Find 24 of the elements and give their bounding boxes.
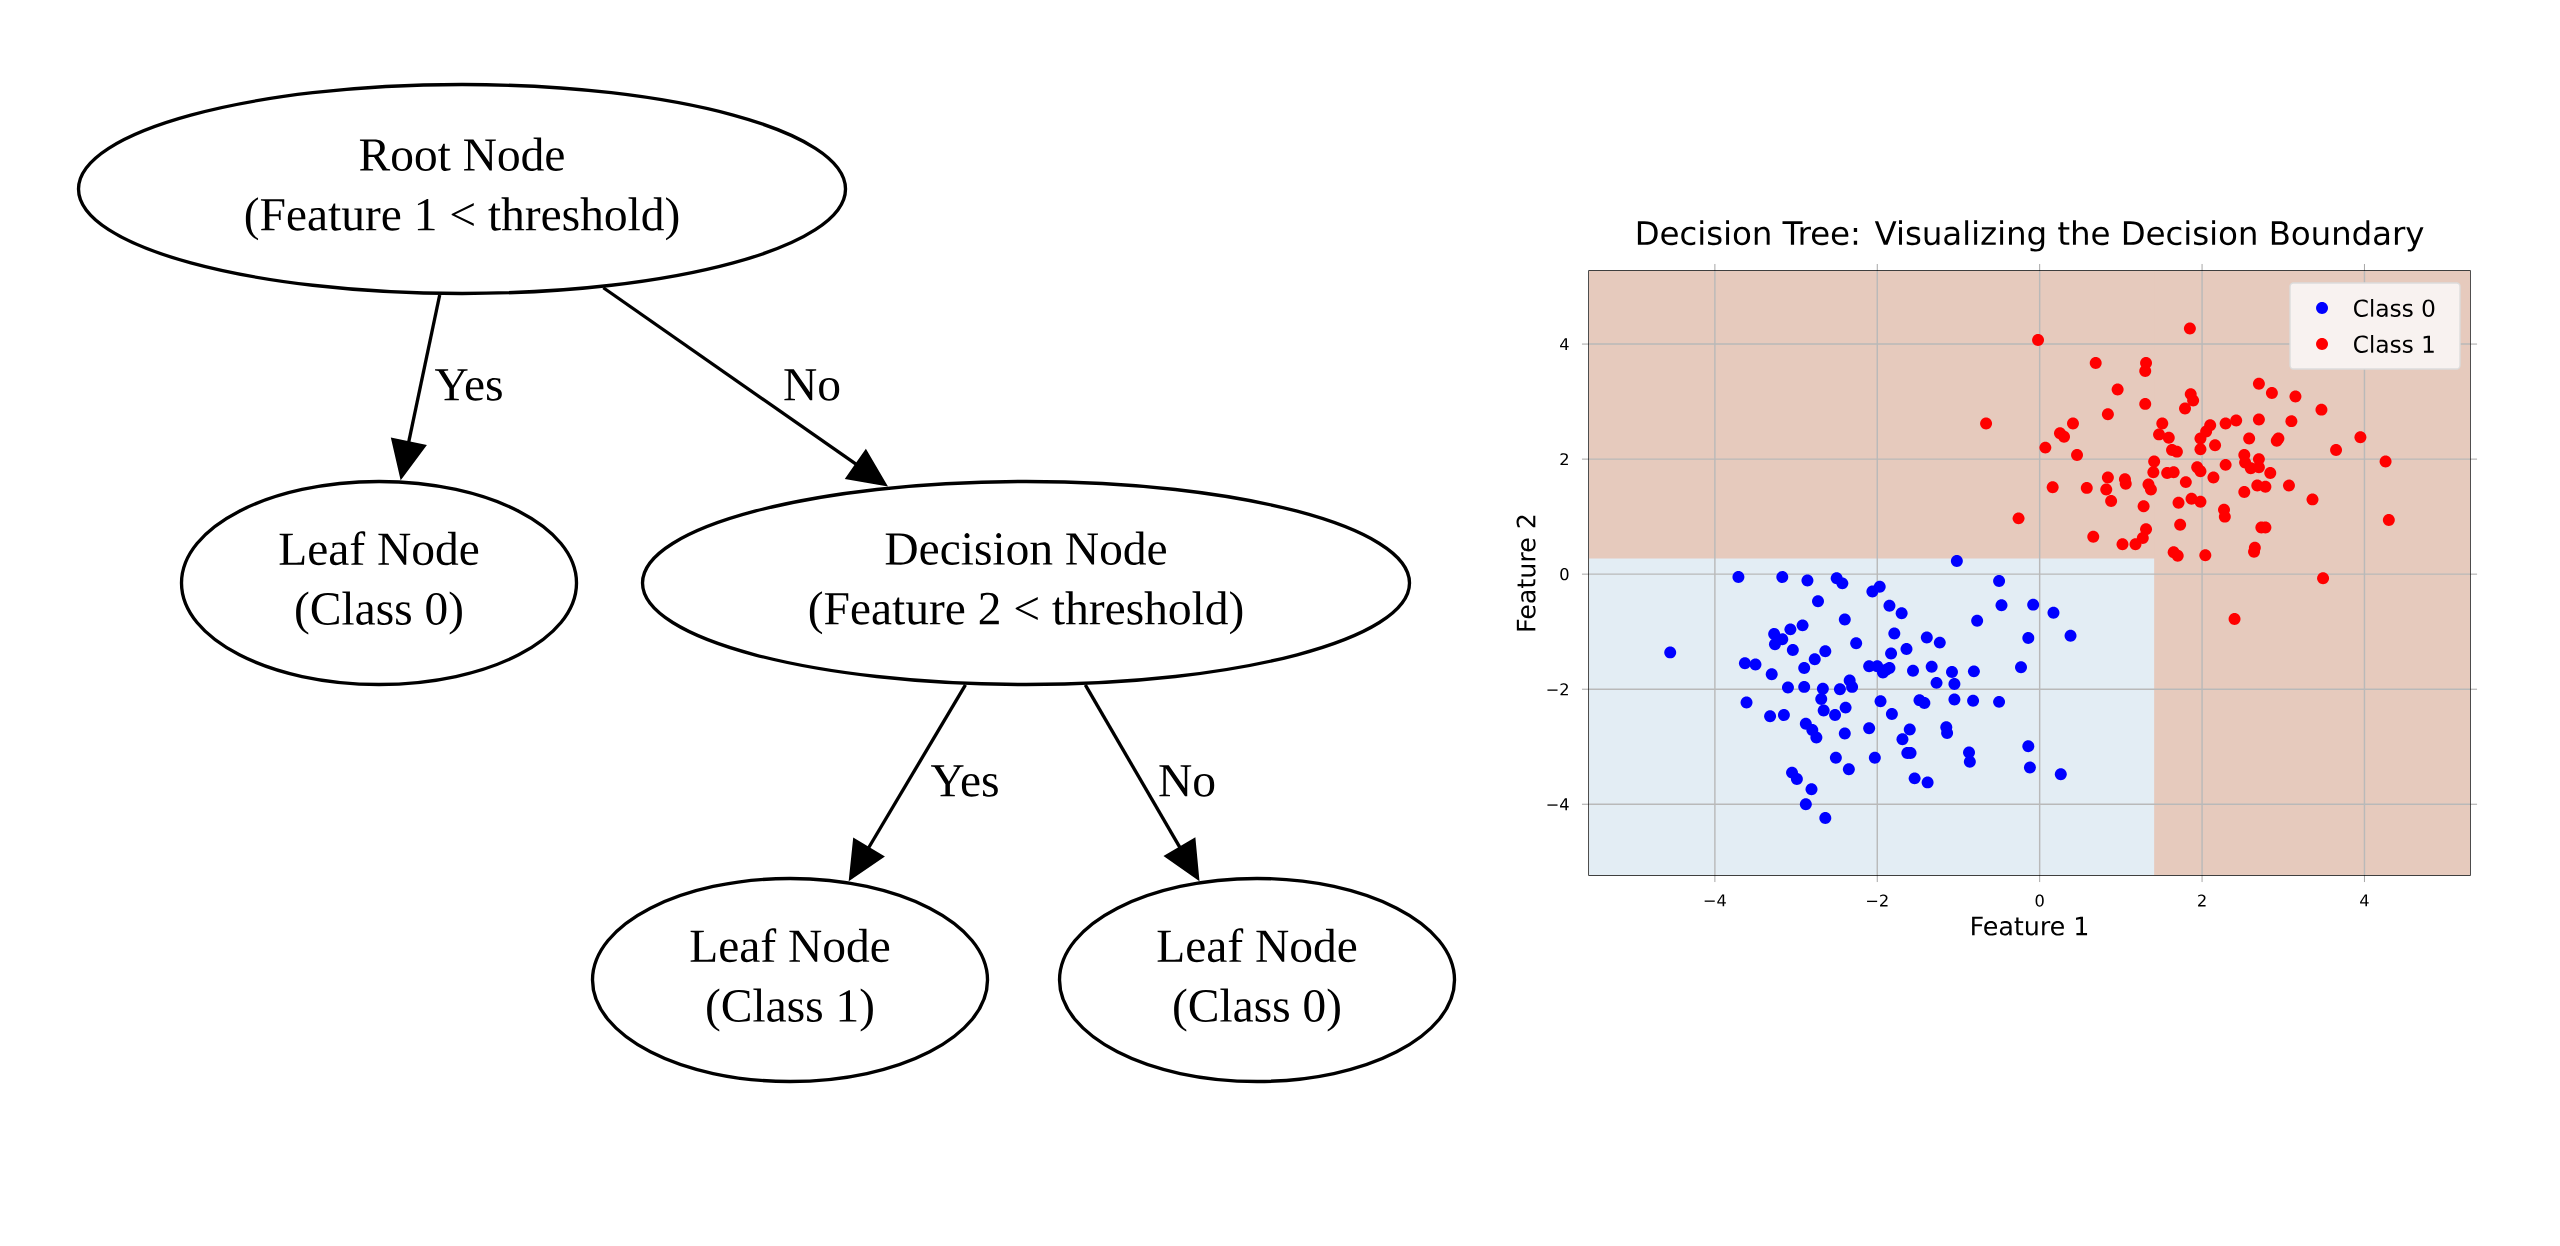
ellipse-node: Root Node (Feature 1 < threshold) (76, 82, 848, 296)
x-tick-label: 0 (2035, 894, 2044, 907)
ellipse-node: Leaf Node (Class 0) (179, 479, 579, 687)
y-tick-label: −2 (1547, 683, 1568, 696)
ellipse-node: Leaf Node (Class 0) (1057, 876, 1457, 1084)
y-tick-label: 4 (1560, 338, 1569, 350)
y-tick-label: −4 (1547, 798, 1569, 811)
edge-label: Yes (931, 765, 998, 797)
ellipse-node: Leaf Node (Class 1) (590, 876, 990, 1084)
axis-title: Feature 1 (1972, 916, 2088, 936)
edge-label: No (784, 369, 840, 401)
legend-label: Class 1 (2354, 335, 2434, 353)
edge-label: No (1159, 765, 1215, 797)
legend-label: Class 0 (2354, 299, 2435, 317)
x-tick-label: −2 (1867, 894, 1888, 907)
x-tick-label: 2 (2198, 894, 2206, 907)
y-tick-label: 2 (1560, 453, 1568, 466)
chart-title: Decision Tree: Visualizing the Decision Boundary (1637, 220, 2424, 252)
x-tick-label: −4 (1704, 894, 1726, 907)
y-tick-label: 0 (1560, 568, 1569, 581)
ellipse-node: Decision Node (Feature 2 < threshold) (640, 479, 1412, 687)
axis-title: Feature 2 (1516, 515, 1536, 631)
edge-label: Yes (435, 369, 502, 401)
x-tick-label: 4 (2360, 894, 2369, 907)
